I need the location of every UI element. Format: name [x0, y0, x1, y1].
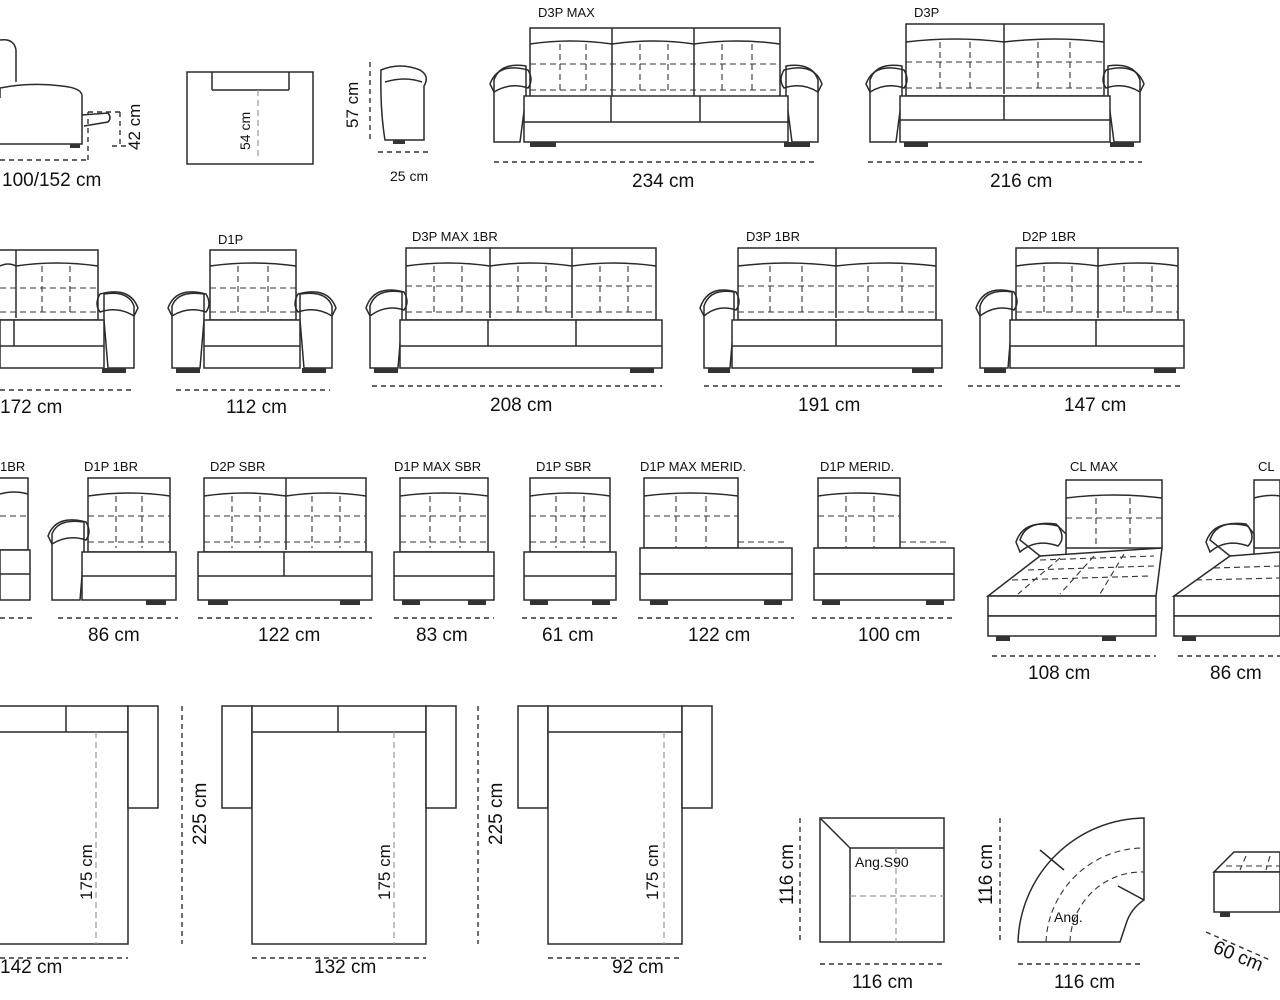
sofa-partial-1br-label: 1BR [0, 459, 25, 474]
sofa-d1p-max-sbr-width: 83 cm [416, 625, 468, 646]
sofa-d3p-1br [699, 247, 943, 387]
chaise-cl [1171, 479, 1280, 657]
bed-1-inner: 175 cm [77, 844, 96, 900]
sofa-d2p-sbr-label: D2P SBR [210, 459, 265, 474]
sofa-d3p-max-1br-width: 208 cm [490, 395, 552, 416]
sofa-d3p-max-1br-label: D3P MAX 1BR [412, 229, 498, 244]
bed-2-inner: 175 cm [375, 844, 394, 900]
corner-square-height: 116 cm [777, 844, 798, 905]
sofa-partial-172 [0, 249, 139, 391]
sofa-d1p [167, 249, 337, 391]
sofa-d3p-max [489, 27, 823, 163]
bed-top-view-1 [0, 705, 183, 959]
sofa-d1p-merid-width: 100 cm [858, 625, 920, 646]
sofa-d1p-max-sbr-label: D1P MAX SBR [394, 459, 481, 474]
chaise-cl-label: CL [1258, 459, 1275, 474]
chaise-cl-max [985, 479, 1163, 657]
bed-3-width: 92 cm [612, 957, 664, 978]
corner-round-height: 116 cm [976, 844, 997, 905]
corner-round-width: 116 cm [1054, 972, 1115, 993]
sofa-d2p-1br [968, 247, 1185, 387]
arm-width-label: 25 cm [390, 168, 428, 184]
sofa-d1p-max-merid-label: D1P MAX MERID. [640, 459, 746, 474]
chaise-cl-width: 86 cm [1210, 663, 1262, 684]
sofa-d1p-1br-width: 86 cm [88, 625, 140, 646]
sofa-d1p-max-merid-width: 122 cm [688, 625, 750, 646]
sofa-d3p-width: 216 cm [990, 171, 1052, 192]
sofa-d3p-label: D3P [914, 5, 939, 20]
bed-2-width: 132 cm [314, 957, 376, 978]
sofa-partial-172-width: 172 cm [0, 397, 62, 418]
sofa-d1p-max-merid [638, 477, 794, 619]
bed-1-width: 142 cm [0, 957, 62, 978]
sofa-d3p-1br-label: D3P 1BR [746, 229, 800, 244]
corner-round-label: Ang. [1054, 909, 1083, 925]
recliner-height-label: 42 cm [125, 104, 144, 150]
armrest-side-view [369, 62, 428, 153]
bed-2-length: 225 cm [486, 783, 507, 845]
sofa-d3p-max-width: 234 cm [632, 171, 694, 192]
arm-height-label: 57 cm [343, 82, 362, 128]
sofa-d2p-sbr-width: 122 cm [258, 625, 320, 646]
chaise-cl-max-width: 108 cm [1028, 663, 1090, 684]
sofa-d2p-1br-width: 147 cm [1064, 395, 1126, 416]
pouf-depth: 60 cm [1210, 937, 1266, 976]
sofa-d2p-sbr [197, 477, 373, 619]
bed-top-view-3 [517, 705, 713, 959]
sofa-d2p-1br-label: D2P 1BR [1022, 229, 1076, 244]
armrest-top-view [186, 71, 314, 165]
corner-square-top-view [799, 817, 945, 965]
sofa-d3p-1br-width: 191 cm [798, 395, 860, 416]
sofa-d1p-label: D1P [218, 232, 243, 247]
chaise-cl-max-label: CL MAX [1070, 459, 1118, 474]
sofa-partial-1br [0, 477, 34, 619]
corner-square-label: Ang.S90 [855, 854, 909, 870]
sofa-d1p-sbr [522, 477, 618, 619]
sofa-d1p-sbr-width: 61 cm [542, 625, 594, 646]
sofa-d3p-max-label: D3P MAX [538, 5, 595, 20]
pouf-perspective [1205, 851, 1280, 961]
sofa-d3p-max-1br [365, 247, 663, 387]
sofa-d3p [865, 23, 1145, 163]
recliner-side-view [0, 38, 130, 161]
sofa-d1p-merid [812, 477, 956, 619]
bed-1-length: 225 cm [190, 783, 211, 845]
sofa-d1p-sbr-label: D1P SBR [536, 459, 591, 474]
sofa-d1p-merid-label: D1P MERID. [820, 459, 894, 474]
bed-3-inner: 175 cm [643, 844, 662, 900]
sofa-d1p-max-sbr [393, 477, 495, 619]
armrest-inner-label: 54 cm [237, 112, 253, 150]
corner-square-width: 116 cm [852, 972, 913, 993]
corner-round-top-view [999, 817, 1145, 965]
recliner-width-label: 100/152 cm [2, 170, 101, 191]
bed-top-view-2 [221, 705, 479, 959]
sofa-d1p-width: 112 cm [226, 397, 287, 418]
sofa-d1p-1br [47, 477, 178, 619]
sofa-d1p-1br-label: D1P 1BR [84, 459, 138, 474]
